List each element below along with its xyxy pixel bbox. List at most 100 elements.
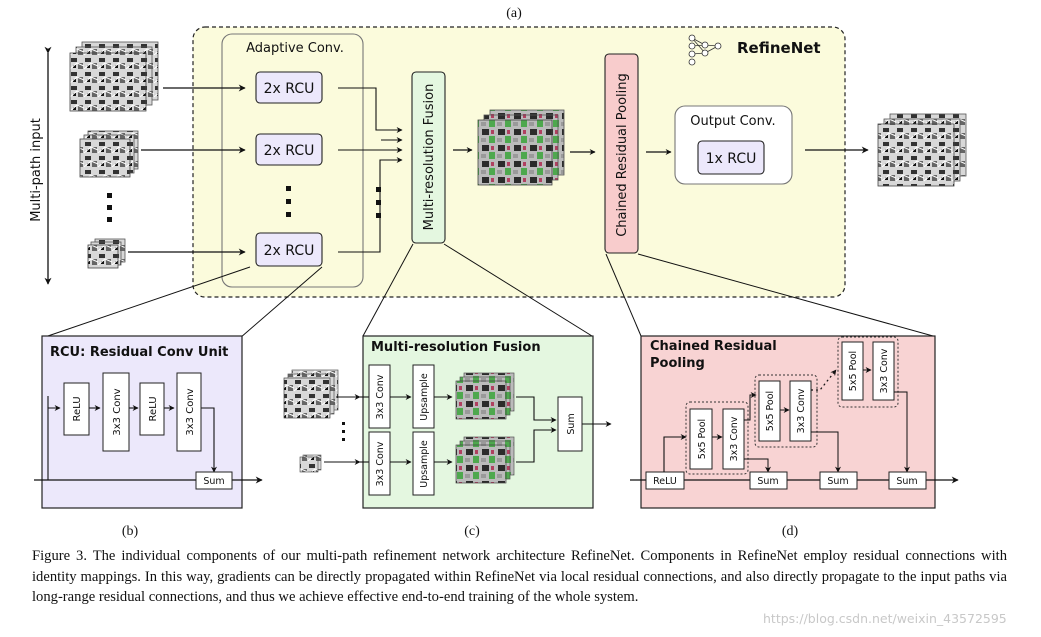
zoom-line-crp-left [605,253,642,337]
adaptive-conv-box [221,33,364,288]
rcu-relu-1: ReLU [63,382,90,436]
zoom-line-rcu-left [41,266,251,339]
panel-d-label: (d) [782,524,799,539]
crp-sum-2-label: Sum [827,476,848,487]
crp-to-sum-1 [744,458,771,473]
crp-to-sum-2 [811,431,841,473]
crp-pool-2: 5x5 Pool [758,380,781,442]
crp-pool-3: 5x5 Pool [841,341,864,401]
fusion-input-dots [342,422,345,441]
fusion-sum-block: Sum [557,396,583,452]
fusion-to-sum-arrow-1 [516,396,557,423]
rcu-detail-title: RCU: Residual Conv Unit [50,345,228,360]
crp-conv-1: 3x3 Conv [722,408,745,470]
rcu-block-1: 2x RCU [255,71,323,104]
figure-diagram: (a) RefineNet Multi-path input Adaptive … [29,6,967,539]
zoom-line-crp-right [637,253,934,337]
input-image-medium [79,130,139,178]
fusion-conv-2: 3x3 Conv [368,431,391,496]
multi-resolution-fusion-label: Multi-resolution Fusion [422,84,437,231]
rcu-block-2: 2x RCU [255,133,323,166]
crp-pool-1: 5x5 Pool [689,408,713,470]
panel-c-label: (c) [464,524,480,539]
fused-feature-image [477,109,565,186]
zoom-line-rcu-right [239,266,323,339]
refinenet-title: RefineNet [737,39,821,57]
fusion-upsample-1-label: Upsample [419,373,430,421]
rcu-sum-label: Sum [203,476,224,487]
crp-conv-1-label: 3x3 Conv [729,416,740,461]
multi-resolution-fusion-block [411,71,446,244]
crp-conv-3: 3x3 Conv [872,341,895,401]
adaptive-conv-title: Adaptive Conv. [246,41,344,56]
rcu-sum-block [195,471,233,490]
fusion-upsample-2: Upsample [412,431,435,496]
crp-conv-2-label: 3x3 Conv [796,388,807,433]
panel-b-label: (b) [122,524,139,539]
fusion-detail-title: Multi-resolution Fusion [371,340,541,355]
rcu-relu-2-label: ReLU [148,396,159,421]
rcu-conv-2: 3x3 Conv [176,372,202,452]
watermark: https://blog.csdn.net/weixin_43572595 [763,611,1007,626]
rcu-to-sum-arrow [201,407,217,473]
rcu-to-fusion-arrow-1 [338,87,403,133]
rcu-conv-1-label: 3x3 Conv [112,388,123,435]
fusion-feature-image-2 [455,436,515,484]
output-rcu-block [697,140,765,175]
crp-sum-2 [819,471,858,490]
fusion-upsample-1: Upsample [412,364,435,429]
fusion-dots [376,187,381,218]
input-dots [107,193,112,222]
zoom-line-fusion-right [443,243,593,337]
crp-relu-block [645,471,685,490]
rcu-block-3-label: 2x RCU [264,243,315,259]
neural-network-icon [688,34,722,66]
fusion-input-image-large [283,369,339,419]
rcu-block-3: 2x RCU [255,232,323,267]
crp-chain-arrow-1 [744,392,757,421]
input-image-large [69,41,159,112]
fusion-conv-2-label: 3x3 Conv [375,441,386,486]
fusion-to-sum-arrow-2 [516,427,557,463]
crp-detail-title-line1: Chained Residual [650,339,777,354]
crp-pool-3-label: 5x5 Pool [848,351,859,391]
crp-sum-1 [749,471,788,490]
crp-conv-2: 3x3 Conv [789,380,812,442]
fusion-feature-image-1 [455,372,515,420]
crp-chain-arrow-2 [811,369,837,391]
rcu-conv-1: 3x3 Conv [102,372,130,452]
rcu-dots [286,186,291,217]
input-image-small [87,238,126,269]
figure-caption: Figure 3. The individual components of o… [32,548,1007,605]
zoom-line-fusion-left [362,243,414,337]
output-conv-title: Output Conv. [690,114,775,129]
fusion-conv-1: 3x3 Conv [368,364,391,429]
rcu-to-fusion-arrow-3 [338,157,403,253]
output-image [877,113,967,187]
fusion-sum-label: Sum [566,413,577,434]
crp-sum-3-label: Sum [896,476,917,487]
output-rcu-label: 1x RCU [706,151,757,167]
crp-relu-label: ReLU [653,476,677,487]
crp-pool-1-label: 5x5 Pool [697,419,708,459]
fusion-upsample-2-label: Upsample [419,440,430,488]
crp-sum-1-label: Sum [757,476,778,487]
crp-pool-2-label: 5x5 Pool [765,391,776,431]
crp-stage-2-group [754,374,818,448]
multi-path-input-label: Multi-path input [29,118,44,222]
rcu-block-1-label: 2x RCU [264,81,315,97]
chained-residual-pooling-label: Chained Residual Pooling [615,73,630,237]
rcu-relu-1-label: ReLU [72,396,83,421]
chained-residual-pooling-block [604,53,639,254]
crp-to-sum-3 [894,391,910,473]
rcu-conv-2-label: 3x3 Conv [185,388,196,435]
fusion-conv-1-label: 3x3 Conv [375,374,386,419]
crp-stage-3-group [837,336,899,408]
rcu-relu-2: ReLU [139,382,165,436]
crp-conv-3-label: 3x3 Conv [879,348,890,393]
crp-stage-1-group [685,401,749,475]
crp-relu-to-pool-arrow [663,434,687,472]
fusion-input-image-small [299,454,322,473]
crp-sum-3 [888,471,927,490]
